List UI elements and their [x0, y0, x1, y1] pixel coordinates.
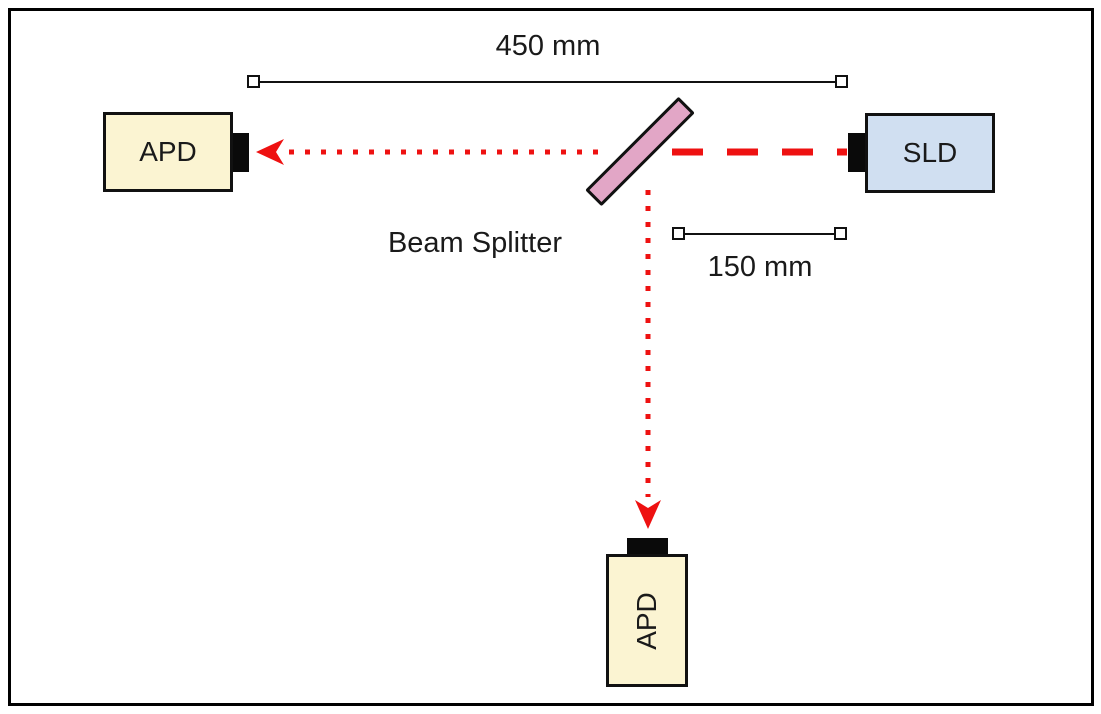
dimension-label-150mm: 150 mm — [707, 251, 813, 283]
down-arrowhead-icon — [635, 500, 661, 529]
apd-left-aperture — [232, 133, 249, 172]
dimension-450-left-endpoint — [247, 75, 260, 88]
sld-box: SLD — [865, 113, 995, 193]
dimension-450-right-endpoint — [835, 75, 848, 88]
sld-label: SLD — [902, 137, 958, 168]
dimension-line-150mm — [672, 227, 847, 240]
dimension-line-450mm — [247, 75, 848, 88]
dimension-label-450mm: 450 mm — [495, 30, 601, 62]
beam-splitter-label: Beam Splitter — [387, 227, 563, 259]
sld-aperture — [848, 133, 866, 172]
apd-left-label: APD — [139, 136, 197, 167]
dimension-150-left-endpoint — [672, 227, 685, 240]
dimension-150-right-endpoint — [834, 227, 847, 240]
left-arrowhead-icon — [256, 139, 284, 165]
apd-left-box: APD — [103, 112, 233, 192]
apd-bottom-label: APD — [630, 591, 662, 650]
apd-bottom-aperture — [627, 538, 668, 555]
apd-bottom-box: APD — [606, 554, 688, 687]
